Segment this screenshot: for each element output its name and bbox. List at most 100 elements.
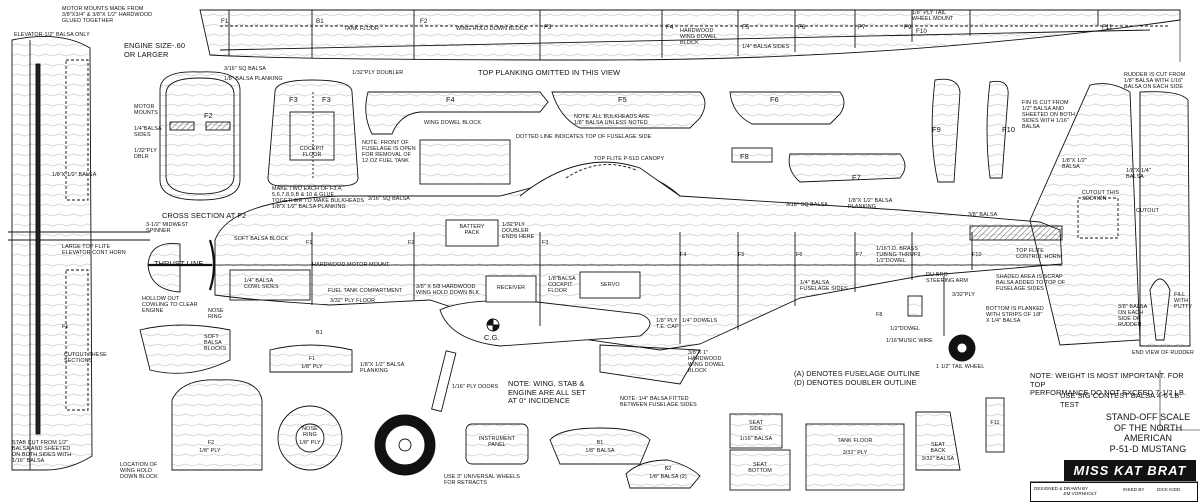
- make-two-note: MAKE TWO EACH OF F3,4, 5,6,7,8,9,B & 10 …: [272, 186, 365, 204]
- bulkhead-f10-label: F10: [1002, 125, 1016, 134]
- dowels-label: 1/4" DOWELS: [682, 318, 718, 324]
- ply-floor-label: 3/32" PLY FLOOR: [330, 298, 376, 304]
- planking-top-label: 1/8"X 1/2" BALSA PLANKING: [272, 204, 346, 210]
- bulkhead-f4-label: F4: [446, 95, 455, 104]
- nose-ring-side: NOSE RING: [208, 308, 224, 320]
- station-f9-mark: F9: [914, 252, 921, 258]
- rudder-cut-note: RUDDER IS CUT FROM 1/8" BALSA WITH 1/16"…: [1124, 72, 1186, 90]
- sq-balsa-top-label: 3/16" SQ BALSA: [368, 196, 410, 202]
- soft-block-label: SOFT BALSA BLOCK: [234, 236, 289, 242]
- cross-section-f2: [159, 71, 241, 201]
- fitted-note: NOTE: 1/4" BALSA FITTED BETWEEN FUSELAGE…: [620, 396, 697, 408]
- part-tank-floor-ply: 3/32" PLY: [842, 450, 868, 456]
- part-b2-label: B2: [664, 466, 672, 472]
- bulkhead-f3: [267, 79, 359, 187]
- part-seat-back: [915, 411, 961, 471]
- bottom-planked-note: BOTTOM IS PLANKED WITH STRIPS OF 1/8" X …: [986, 306, 1044, 324]
- station-f1-mark: F1: [306, 240, 313, 246]
- inker-name: DICK KIDD: [1157, 487, 1181, 492]
- station-f10: F10: [916, 28, 927, 35]
- elevator-horn-label: LARGE TOP FLITE ELEVATOR CONT HORN: [62, 244, 126, 256]
- spinner-label: 3-1/2" MIDWEST SPINNER: [146, 222, 189, 234]
- station-b1: B1: [316, 18, 324, 25]
- station-f11: F11: [1102, 24, 1113, 31]
- servo-label: SERVO: [600, 282, 620, 288]
- cowl-block: [139, 324, 231, 374]
- wing-dowel-side: 3/8"X 1" HARDWOOD WING DOWEL BLOCK: [688, 350, 725, 374]
- bulkhead-f4: [365, 91, 549, 135]
- f3-label-b: F3: [322, 95, 331, 104]
- top-planking-note: TOP PLANKING OMITTED IN THIS VIEW: [478, 68, 621, 77]
- te-cap-label: 1/8" PLY T.E. CAP: [656, 318, 679, 330]
- f3-label-a: F3: [289, 95, 298, 104]
- f2-label: F2: [204, 111, 213, 120]
- inked-label: INKED BY: [1123, 487, 1145, 492]
- fin-cutout: CUTOUT: [1136, 208, 1159, 214]
- bulkhead-f10: [986, 80, 1009, 179]
- bulkhead-f5-label: F5: [618, 95, 627, 104]
- station-f1-side: F1: [62, 324, 69, 330]
- planking-label: 1/8" BALSA PLANKING: [224, 76, 283, 82]
- fin-balsa-1: 1/8"X 1/2" BALSA: [1062, 158, 1087, 170]
- fin-balsa-2: 1/8"X 1/4" BALSA: [1126, 168, 1151, 180]
- fin-rudder: [1029, 83, 1191, 347]
- part-f1-ply: 1/8" PLY: [301, 364, 323, 370]
- steering-arm-label: DU-BRO STEERING ARM: [926, 272, 968, 284]
- tank-floor-label: TANK FLOOR: [344, 26, 380, 32]
- station-f6: F6: [798, 24, 806, 31]
- retracts-note: USE 3" UNIVERSAL WHEELS FOR RETRACTS: [444, 474, 520, 486]
- fin-cutout-section: CUTOUT THIS SECTION: [1082, 190, 1120, 202]
- dowel-12-label: 1/2"DOWEL: [890, 326, 921, 332]
- station-f5: F5: [742, 24, 750, 31]
- cutout-sections-label: CUTOUT THESE SECTIONS: [64, 352, 107, 364]
- cowl-sides-label: 1/4" BALSA COWL SIDES: [244, 278, 279, 290]
- station-f9: F9: [904, 24, 912, 31]
- part-tank-floor-label: TANK FLOOR: [837, 438, 873, 444]
- part-instrument-panel: [465, 423, 529, 465]
- balsa-note: USE SIG CONTEST BALSA 4-6 LB. TEST: [1060, 391, 1182, 409]
- fuel-tank-label: FUEL TANK COMPARTMENT: [328, 288, 403, 294]
- part-b1-label: B1: [596, 440, 604, 446]
- bulkhead-f8-label: F8: [740, 152, 749, 161]
- sq-balsa-label: 3/16" SQ BALSA: [224, 66, 266, 72]
- hardwood-motor-label: HARDWOOD MOTOR MOUNT: [312, 262, 390, 268]
- ply-doors-label: 1/16" PLY DOORS: [452, 384, 499, 390]
- part-b1: [549, 427, 651, 465]
- station-f2: F2: [420, 18, 428, 25]
- station-f3-mark: F3: [542, 240, 549, 246]
- elevator-note: ELEVATOR-1/2" BALSA ONLY: [14, 32, 90, 38]
- planking-rear-label: 1/8"X 1/2" BALSA PLANKING: [848, 198, 893, 210]
- station-f10-mark: F10: [972, 252, 982, 258]
- ply-doubler-label: 1/32"PLY DOUBLER: [352, 70, 404, 76]
- bulkhead-f7-label: F7: [852, 173, 861, 182]
- tail-wheel-label: 1 1/2" TAIL WHEEL: [936, 364, 985, 370]
- part-f1: [269, 344, 353, 373]
- station-f2-mark: F2: [408, 240, 415, 246]
- part-nose-label: NOSE RING: [302, 426, 318, 438]
- hollow-cowl-note: HOLLOW OUT COWLING TO CLEAR ENGINE: [142, 296, 198, 314]
- plan-title: MISS KAT BRAT: [1064, 460, 1196, 481]
- plan-subtitle: STAND-OFF SCALE OF THE NORTH AMERICAN P-…: [1105, 412, 1191, 454]
- canopy-label: TOP FLITE P-51D CANOPY: [594, 156, 665, 162]
- part-seat-back-balsa: 3/32" BALSA: [921, 456, 955, 462]
- bulkheads-note: NOTE: ALL BULKHEADS ARE 1/8" BALSA UNLES…: [574, 114, 650, 126]
- sq-balsa-mid-label: 3/16" SQ BALSA: [786, 202, 828, 208]
- stabilizer-plan: [8, 36, 150, 471]
- end-view-label: END VIEW OF RUDDER: [1132, 350, 1194, 356]
- part-seat-side-balsa: 1/16" BALSA: [739, 436, 773, 442]
- station-f7-mark: F7: [856, 252, 863, 258]
- fuselage-side-view: [147, 161, 1063, 476]
- incidence-note: NOTE: WING, STAB & ENGINE ARE ALL SET AT…: [508, 379, 586, 405]
- part-seat-side-label: SEAT SIDE: [748, 420, 764, 432]
- engine-size-note: ENGINE SIZE-.60 OR LARGER: [124, 41, 186, 59]
- thrust-line-label: THRUST LINE: [154, 259, 204, 268]
- hardwood-block-side: 3/8" X 5/8 HARDWOOD WING HOLD DOWN BLK: [416, 284, 480, 296]
- cockpit-floor-label: COCKPIT FLOOR: [299, 146, 325, 158]
- part-b2: [625, 459, 701, 489]
- balsa-planking-bottom: 1/8"X 1/2" BALSA PLANKING: [360, 362, 405, 374]
- station-f3: F3: [544, 24, 552, 31]
- part-f11: [985, 397, 1005, 453]
- balsa-38-label: 3/8" BALSA: [968, 212, 998, 218]
- designer-name: JIM VORNHOLT: [1063, 491, 1097, 496]
- bulkhead-f7: [788, 153, 906, 183]
